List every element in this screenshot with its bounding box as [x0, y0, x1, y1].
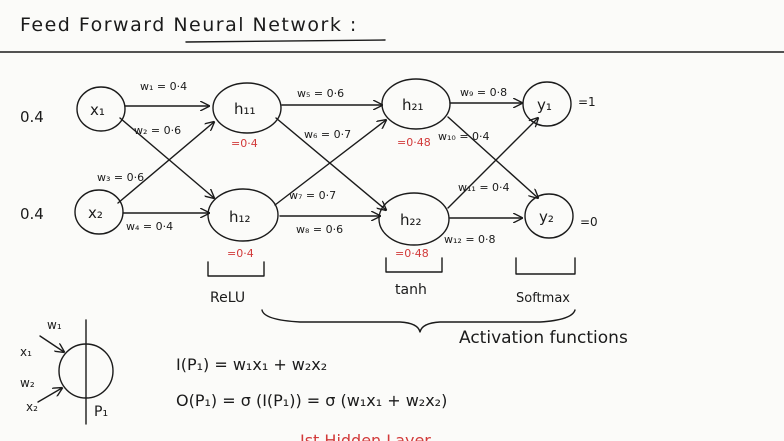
- weight-labels: w₁ = 0·4 w₂ = 0·6 w₃ = 0·6 w₄ = 0·4 w₅ =…: [97, 80, 510, 246]
- node-label-y2: y₂: [539, 208, 554, 226]
- equation-input: I(P₁) = w₁x₁ + w₂x₂: [176, 355, 327, 374]
- footer-label: Ist Hidden Layer: [300, 431, 431, 441]
- node-label-x1: x₁: [90, 101, 105, 119]
- weight-w9: w₉ = 0·8: [460, 86, 507, 99]
- edge-h21-y2: [447, 116, 538, 198]
- edge-h22-y1: [447, 118, 538, 209]
- node-label-h21: h₂₁: [402, 96, 424, 114]
- edge-h11-h22: [275, 117, 386, 210]
- perceptron-sketch: w₁ x₁ w₂ x₂ P₁: [20, 318, 114, 425]
- weight-w1: w₁ = 0·4: [140, 80, 187, 93]
- input-value-1: 0.4: [20, 108, 44, 126]
- edge-x2-h11: [117, 122, 214, 204]
- weight-w7: w₇ = 0·7: [289, 189, 336, 202]
- value-h11: =0·4: [231, 137, 258, 150]
- nodes: [74, 78, 574, 246]
- page-title: Feed Forward Neural Network :: [20, 14, 358, 36]
- output-value-1: =1: [578, 95, 596, 109]
- edge-x1-h12: [119, 117, 214, 198]
- value-h21: =0·48: [397, 136, 431, 149]
- perceptron-w1: w₁: [47, 318, 62, 332]
- node-h22: [378, 192, 450, 246]
- perceptron-node-label: P₁: [94, 404, 108, 420]
- activation-relu: ReLU: [210, 290, 245, 306]
- weight-w12: w₁₂ = 0·8: [444, 233, 496, 246]
- equation-output: O(P₁) = σ (I(P₁)) = σ (w₁x₁ + w₂x₂): [176, 391, 447, 410]
- weight-w11: w₁₁ = 0·4: [458, 181, 510, 194]
- output-value-2: =0: [580, 215, 598, 229]
- input-value-2: 0.4: [20, 205, 44, 223]
- node-h11: [212, 82, 282, 134]
- node-label-y1: y₁: [537, 96, 552, 114]
- weight-w3: w₃ = 0·6: [97, 171, 144, 184]
- activation-values: =0·4 =0·4 =0·48 =0·48: [227, 136, 431, 260]
- node-label-h11: h₁₁: [234, 100, 256, 118]
- activation-functions-label: Activation functions: [459, 328, 628, 348]
- perceptron-input-2: [37, 388, 62, 403]
- node-x2: [74, 189, 124, 235]
- perceptron-x2: x₂: [26, 400, 38, 414]
- node-labels: 0.4 x₁ 0.4 x₂ h₁₁ h₁₂ h₂₁ h₂₂ y₁ y₂ =1 =…: [20, 95, 598, 229]
- node-y2: [524, 193, 574, 239]
- node-label-x2: x₂: [88, 204, 103, 222]
- perceptron-w2: w₂: [20, 376, 35, 390]
- node-x1: [76, 86, 126, 132]
- weight-w5: w₅ = 0·6: [297, 87, 344, 100]
- activation-brackets: ReLU tanh Softmax Activation functions: [207, 257, 628, 348]
- weight-w8: w₈ = 0·6: [296, 223, 343, 236]
- bracket-softmax: [515, 257, 576, 275]
- bracket-tanh: [385, 257, 443, 273]
- node-label-h22: h₂₂: [400, 211, 422, 229]
- node-h12: [207, 188, 279, 242]
- bracket-relu: [207, 261, 265, 277]
- value-h22: =0·48: [395, 247, 429, 260]
- perceptron-x1: x₁: [20, 345, 32, 359]
- activation-tanh: tanh: [395, 282, 427, 298]
- edges: [117, 103, 538, 218]
- node-h21: [381, 78, 451, 130]
- value-h12: =0·4: [227, 247, 254, 260]
- edge-h12-h21: [274, 120, 386, 206]
- title-underline: [185, 39, 386, 43]
- activation-brace: [261, 309, 576, 333]
- activation-softmax: Softmax: [516, 291, 570, 306]
- weight-w10: w₁₀ = 0·4: [438, 130, 490, 143]
- node-label-h12: h₁₂: [229, 208, 251, 226]
- weight-w4: w₄ = 0·4: [126, 220, 173, 233]
- node-y1: [522, 81, 572, 127]
- weight-w6: w₆ = 0·7: [304, 128, 351, 141]
- weight-w2: w₂ = 0·6: [134, 124, 181, 137]
- perceptron-input-1: [39, 335, 64, 352]
